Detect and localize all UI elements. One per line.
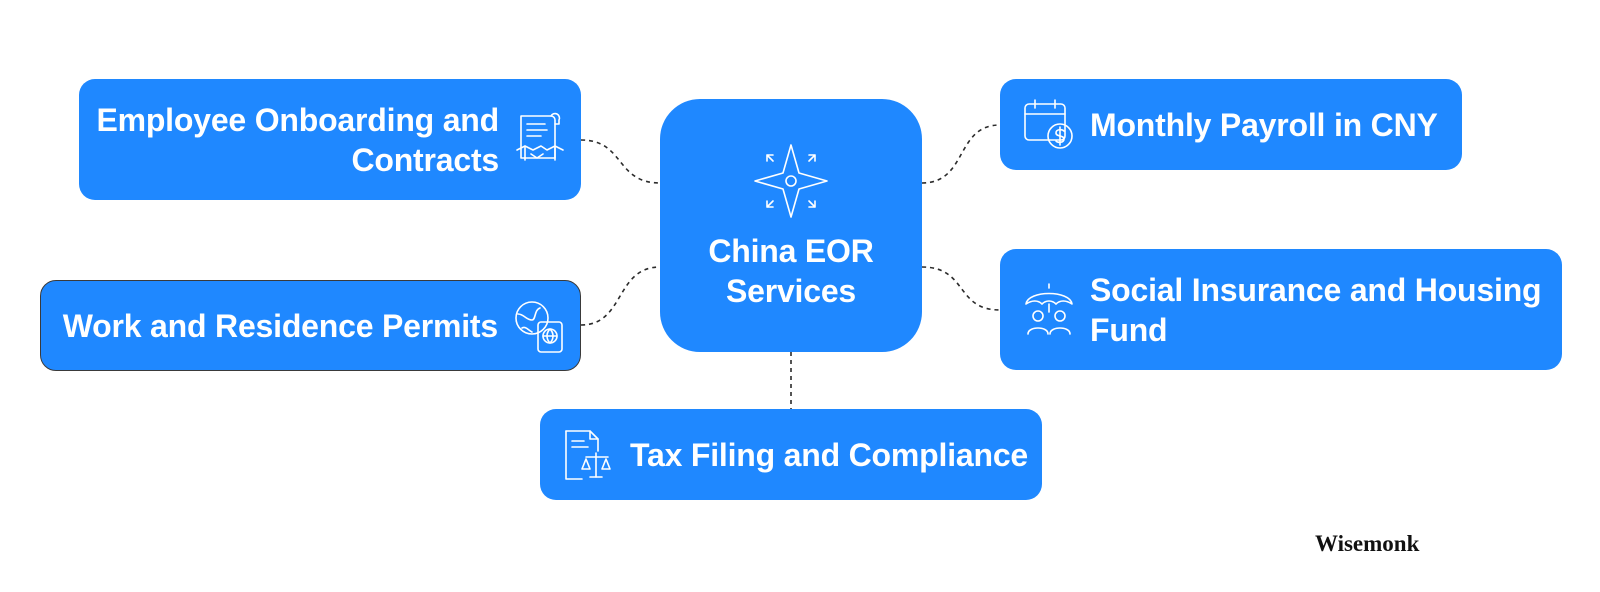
connector-payroll bbox=[921, 124, 1001, 184]
connector-permits bbox=[580, 266, 661, 326]
brand-logo: Wisemonk bbox=[1265, 527, 1419, 561]
node-label: Monthly Payroll in CNY bbox=[1090, 106, 1438, 143]
brand-name: Wisemonk bbox=[1315, 531, 1420, 556]
umbrella-family-icon bbox=[1022, 282, 1076, 338]
node-label: Work and Residence Permits bbox=[62, 307, 498, 344]
document-scales-icon bbox=[562, 427, 616, 483]
calendar-money-icon bbox=[1022, 98, 1076, 152]
node-social-insurance: Social Insurance and Housing Fund bbox=[1000, 249, 1562, 370]
wisemonk-logo-icon bbox=[1265, 527, 1305, 561]
node-monthly-payroll: Monthly Payroll in CNY bbox=[1000, 79, 1462, 170]
node-label: Employee Onboarding and Contracts bbox=[96, 101, 499, 178]
node-label: Social Insurance and Housing Fund bbox=[1090, 271, 1542, 348]
center-label: China EOR Services bbox=[708, 232, 874, 309]
connector-onboarding bbox=[580, 139, 661, 184]
compass-star-icon bbox=[751, 141, 831, 221]
globe-passport-icon bbox=[512, 298, 566, 354]
center-node: China EOR Services bbox=[660, 99, 922, 352]
connector-social bbox=[921, 266, 1001, 311]
node-work-residence-permits: Work and Residence Permits bbox=[40, 280, 581, 371]
node-label: Tax Filing and Compliance bbox=[630, 436, 1029, 473]
contract-handshake-icon bbox=[513, 112, 567, 168]
node-employee-onboarding: Employee Onboarding and Contracts bbox=[79, 79, 581, 200]
node-tax-filing: Tax Filing and Compliance bbox=[540, 409, 1042, 500]
